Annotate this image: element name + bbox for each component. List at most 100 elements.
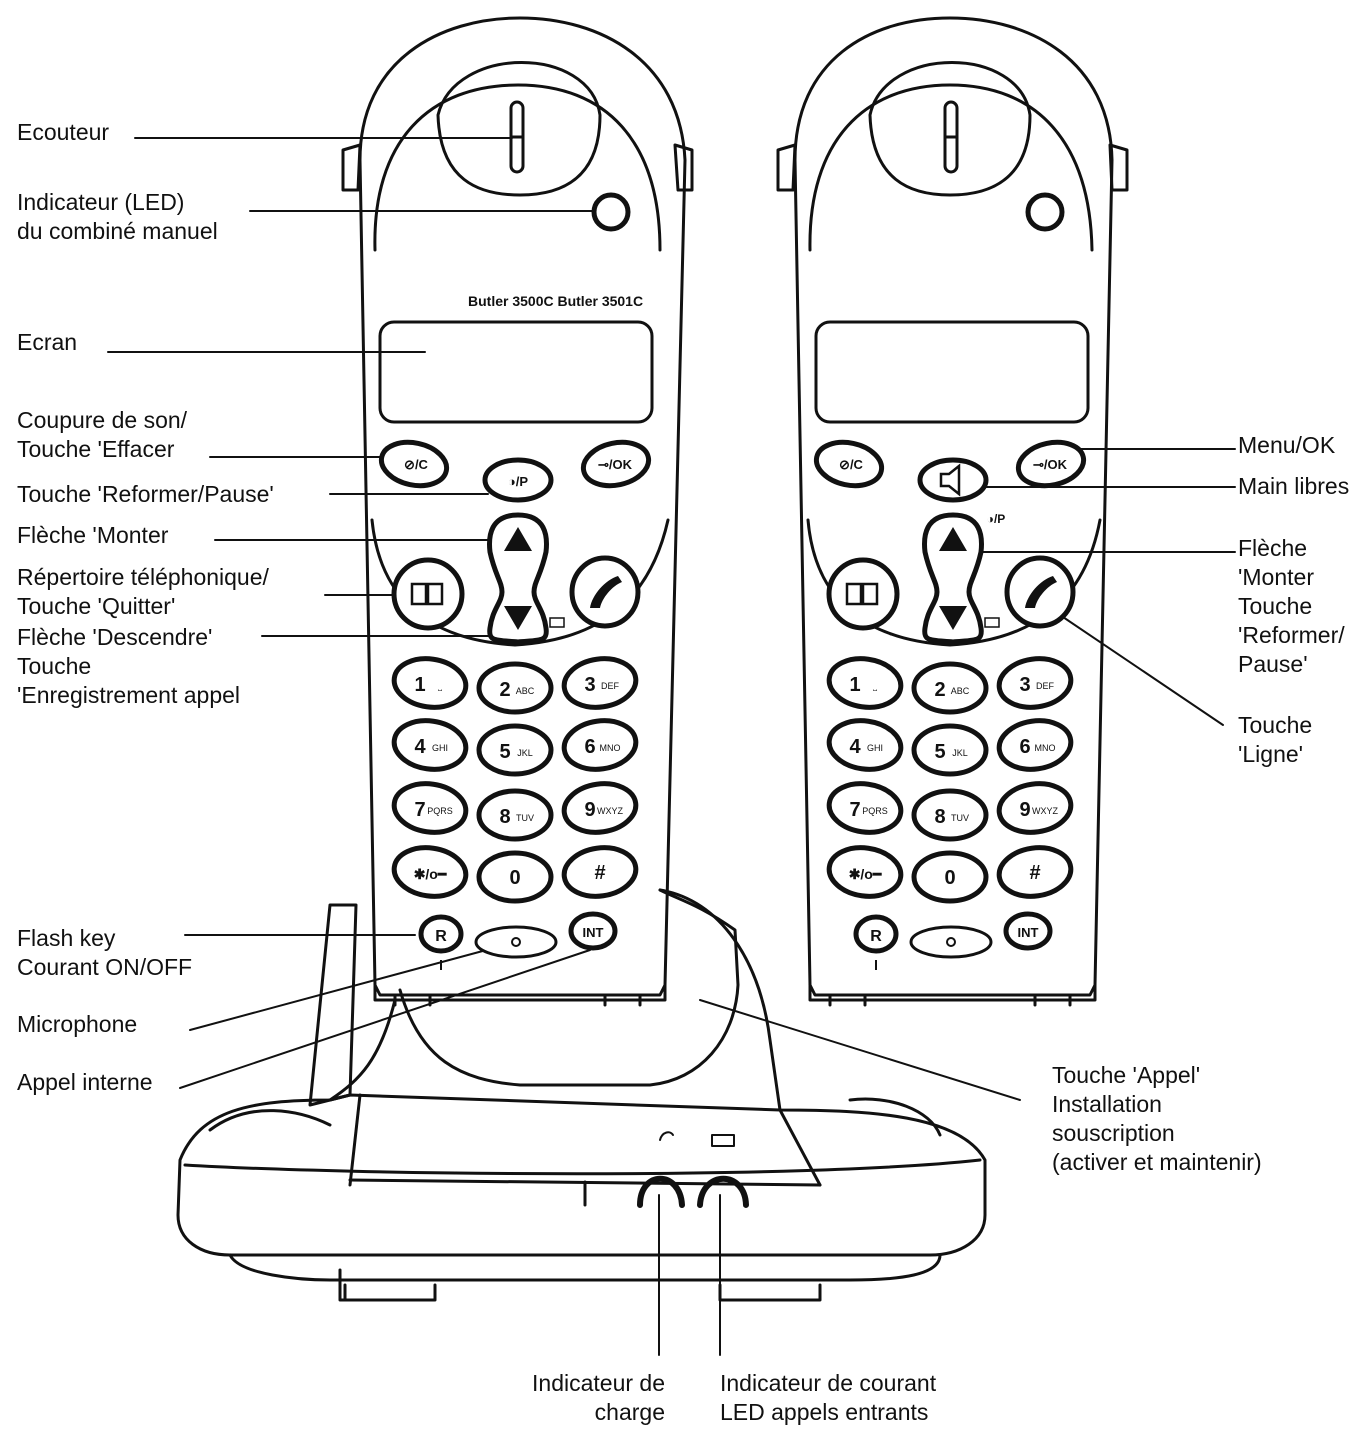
- label-flash-line2: Courant ON/OFF: [17, 954, 193, 980]
- r-flash-key[interactable]: R: [418, 914, 464, 954]
- label-ind-charge: Indicateur de charge: [505, 1369, 665, 1427]
- key-row4-1-label: 0: [944, 867, 955, 889]
- arrow-down-icon: [939, 606, 967, 630]
- r-flash-key-label: R: [870, 928, 882, 945]
- label-ind-courant-line2: LED appels entrants: [720, 1399, 929, 1425]
- key-3-letters: DEF: [601, 681, 620, 691]
- microphone-grille: [909, 925, 993, 959]
- label-ind-charge-line1: Indicateur de: [532, 1370, 665, 1396]
- handset-icon: [1025, 576, 1057, 608]
- key-6-digit: 6: [1019, 736, 1030, 758]
- key-9-letters: WXYZ: [597, 806, 624, 816]
- label-led-line2: du combiné manuel: [17, 218, 218, 244]
- phonebook-key[interactable]: [391, 557, 465, 631]
- label-coupure-line1: Coupure de son/: [17, 407, 188, 433]
- label-fleche-monter-right: Flèche 'Monter Touche 'Reformer/ Pause': [1238, 534, 1345, 679]
- talk-key[interactable]: [569, 555, 641, 629]
- int-key[interactable]: INT: [568, 911, 618, 951]
- menu-ok-key-label: ⊸/OK: [1033, 457, 1068, 472]
- key-6-digit: 6: [584, 736, 595, 758]
- r-flash-key[interactable]: R: [853, 914, 899, 954]
- key-1-digit: 1: [414, 674, 425, 696]
- talk-key[interactable]: [1004, 555, 1076, 629]
- label-ind-courant: Indicateur de courant LED appels entrant…: [720, 1369, 936, 1427]
- redial-small-label: ◑/P: [987, 512, 1006, 526]
- book-icon: [845, 582, 879, 606]
- label-ecouteur: Ecouteur: [17, 118, 109, 147]
- key-2-letters: ABC: [516, 686, 535, 696]
- phonebook-key[interactable]: [826, 557, 900, 631]
- label-ecran: Ecran: [17, 328, 77, 357]
- arrow-down-icon: [504, 606, 532, 630]
- model-label: Butler 3500C Butler 3501C: [468, 293, 644, 309]
- key-1[interactable]: 1⎵: [391, 654, 469, 712]
- label-fmr-line2: 'Monter: [1238, 564, 1314, 590]
- key-row4-2[interactable]: #: [996, 843, 1074, 901]
- label-main-libres-line: Main libres: [1238, 473, 1350, 499]
- key-row4-2[interactable]: #: [561, 843, 639, 901]
- key-4-letters: GHI: [867, 743, 883, 753]
- label-touche-ligne-line1: Touche: [1238, 712, 1313, 738]
- key-1-letters: ⎵: [873, 681, 877, 691]
- r-flash-key-label: R: [435, 928, 447, 945]
- key-1[interactable]: 1⎵: [826, 654, 904, 712]
- key-2-digit: 2: [934, 679, 945, 701]
- int-key[interactable]: INT: [1003, 911, 1053, 951]
- label-flash: Flash key Courant ON/OFF: [17, 924, 192, 982]
- key-row4-0[interactable]: ✱/o━: [826, 843, 904, 901]
- label-touche-ligne: Touche 'Ligne': [1238, 711, 1312, 769]
- label-fleche-descendre-line1: Flèche 'Descendre': [17, 624, 213, 650]
- label-repertoire: Répertoire téléphonique/ Touche 'Quitter…: [17, 563, 269, 621]
- key-9-letters: WXYZ: [1032, 806, 1059, 816]
- base-station: [176, 888, 987, 1302]
- menu-ok-key[interactable]: ⊸/OK: [579, 437, 652, 492]
- label-menu-ok: Menu/OK: [1238, 431, 1335, 460]
- key-row4-0[interactable]: ✱/o━: [391, 843, 469, 901]
- label-led-line1: Indicateur (LED): [17, 189, 185, 215]
- label-fleche-descendre-line3: 'Enregistrement appel: [17, 682, 241, 708]
- label-ecouteur-line: Ecouteur: [17, 119, 110, 145]
- mute-clear-key[interactable]: ⊘/C: [812, 437, 885, 492]
- key-row4-2-label: #: [594, 862, 605, 884]
- key-3-digit: 3: [584, 674, 595, 696]
- envelope-icon: [984, 617, 1000, 628]
- key-row4-1[interactable]: 0: [911, 850, 989, 904]
- label-touche-appel: Touche 'Appel' Installation souscription…: [1052, 1061, 1262, 1177]
- key-9-digit: 9: [1019, 799, 1030, 821]
- nav-rocker[interactable]: [487, 512, 549, 645]
- arrow-up-icon: [939, 527, 967, 551]
- handsfree-key[interactable]: [917, 457, 989, 503]
- key-5-digit: 5: [499, 741, 510, 763]
- key-row4-0-label: ✱/o━: [849, 866, 882, 882]
- mute-clear-key[interactable]: ⊘/C: [377, 437, 450, 492]
- key-3[interactable]: 3 DEF: [561, 654, 639, 712]
- menu-ok-key[interactable]: ⊸/OK: [1014, 437, 1087, 492]
- arrow-up-icon: [504, 527, 532, 551]
- redial-pause-key[interactable]: ◑/P: [482, 457, 554, 503]
- nav-rocker[interactable]: [922, 512, 984, 645]
- label-fleche-monter: Flèche 'Monter: [17, 521, 168, 550]
- label-microphone-line: Microphone: [17, 1011, 138, 1037]
- key-2-letters: ABC: [951, 686, 970, 696]
- label-coupure: Coupure de son/ Touche 'Effacer: [17, 406, 187, 464]
- key-2[interactable]: 2 ABC: [911, 661, 989, 715]
- key-row4-1[interactable]: 0: [476, 850, 554, 904]
- mute-clear-key-label: ⊘/C: [839, 457, 864, 472]
